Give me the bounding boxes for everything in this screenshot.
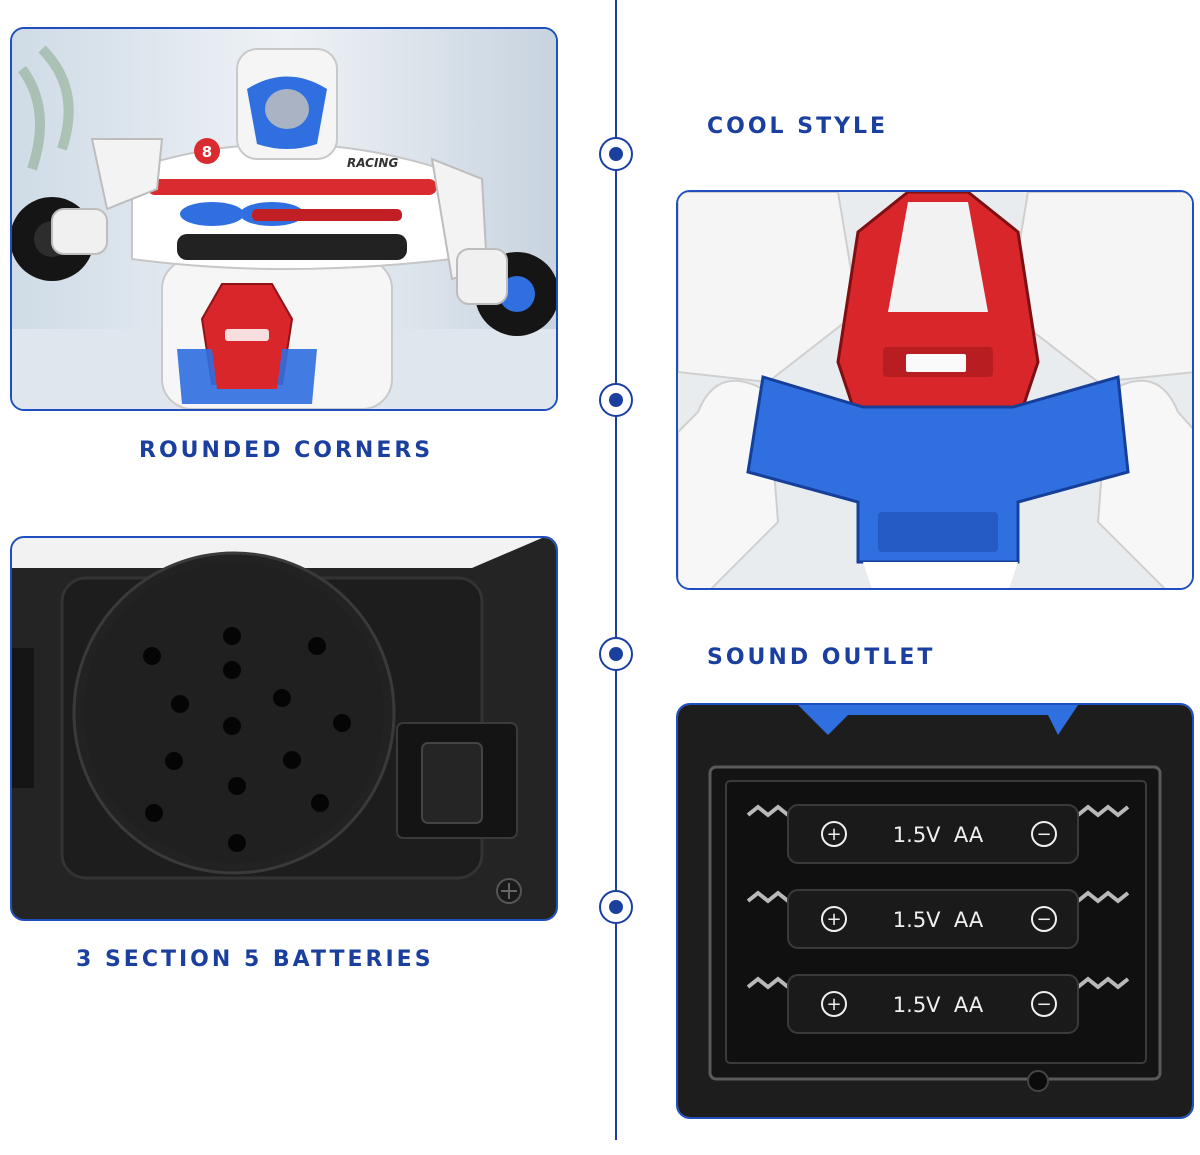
robot-overview-image: 8 RACING (10, 27, 558, 411)
battery-minus-icon: − (1036, 909, 1051, 930)
racing-decal: RACING (347, 156, 398, 170)
battery-plus-icon: + (826, 994, 841, 1015)
timeline-dot-icon (599, 383, 633, 417)
label-cool-style: COOL STYLE (707, 114, 889, 139)
robot-number-badge: 8 (202, 143, 212, 161)
timeline-dot-icon (599, 637, 633, 671)
timeline-dot-icon (599, 890, 633, 924)
speaker-grille-image (10, 536, 558, 921)
battery-minus-icon: − (1036, 824, 1051, 845)
battery-label: 1.5V AA (893, 908, 984, 932)
timeline-dot-icon (599, 137, 633, 171)
battery-compartment-image: + − 1.5V AA + − 1.5V AA + − 1.5V AA (676, 703, 1194, 1119)
battery-minus-icon: − (1036, 994, 1051, 1015)
label-rounded-corners: ROUNDED CORNERS (139, 438, 434, 463)
label-batteries: 3 SECTION 5 BATTERIES (76, 947, 434, 972)
label-sound-outlet: SOUND OUTLET (707, 645, 936, 670)
battery-label: 1.5V AA (893, 823, 984, 847)
battery-plus-icon: + (826, 909, 841, 930)
battery-label: 1.5V AA (893, 993, 984, 1017)
battery-plus-icon: + (826, 824, 841, 845)
chest-closeup-image (676, 190, 1194, 590)
timeline-line (615, 0, 617, 1140)
